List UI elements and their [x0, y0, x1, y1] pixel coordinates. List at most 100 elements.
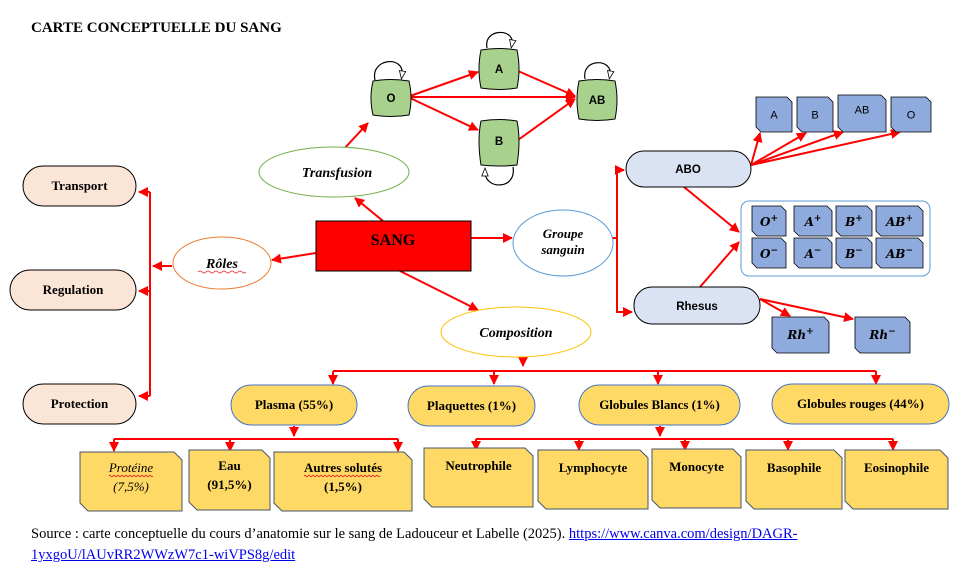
- blood-type-o-pos[interactable]: O+: [751, 205, 787, 237]
- blood-type-b-pos[interactable]: B+: [835, 205, 873, 237]
- spellcheck-squiggle: [303, 474, 381, 478]
- arrow-abo-o: [750, 129, 901, 166]
- spellcheck-squiggle: [108, 474, 154, 478]
- rh-positive[interactable]: Rh+: [771, 316, 830, 354]
- center-node[interactable]: SANG: [315, 220, 472, 272]
- self-loop-a-icon: [486, 31, 513, 48]
- transfusion-group-b[interactable]: B: [478, 119, 520, 186]
- blood-type-label: B+: [844, 214, 863, 229]
- white-cell-label: Eosinophile: [864, 460, 929, 475]
- role-label: Protection: [51, 396, 109, 411]
- role-transport[interactable]: Transport: [22, 165, 137, 207]
- plasma-part-name: Protéine: [108, 460, 154, 475]
- abo-type-label: A: [770, 110, 778, 122]
- self-loop-b-icon: [485, 166, 514, 186]
- plasma-part-autres-solutes[interactable]: Autres solutés (1,5%): [273, 451, 413, 512]
- combined-types: O+ A+ B+ AB+ O− A− B− AB−: [751, 205, 924, 269]
- source-link[interactable]: https://www.canva.com/design/DAGR-1yxgoU…: [31, 526, 798, 563]
- transfusion-label: Transfusion: [302, 166, 373, 181]
- component-globules-blancs-1[interactable]: Globules Blancs (1%): [578, 384, 741, 426]
- center-label: SANG: [371, 232, 416, 249]
- spellcheck-squiggle: [197, 270, 247, 274]
- plasma-parts: Protéine (7,5%) Eau(91,5%) Autres solutés (1…: [79, 449, 413, 512]
- rhesus-label: Rhesus: [676, 301, 718, 313]
- abo-type-o[interactable]: O: [890, 96, 932, 133]
- arrow-o-b: [409, 97, 479, 131]
- transfusion-node[interactable]: Transfusion: [258, 146, 410, 198]
- blood-type-label: AB+: [885, 214, 913, 229]
- groupe-label-line1: Groupe: [543, 226, 584, 241]
- arrow-a-ab: [517, 70, 576, 97]
- arrow-sang-composition: [399, 270, 479, 311]
- arrow-abo-combined: [683, 186, 740, 233]
- component-label: Plaquettes (1%): [427, 398, 516, 413]
- group-a-label: A: [495, 64, 503, 76]
- abo-type-label: O: [907, 110, 916, 122]
- abo-node[interactable]: ABO: [625, 150, 752, 188]
- arrow-abo-b: [750, 132, 807, 166]
- group-o-label: O: [387, 93, 396, 105]
- components: Plasma (55%) Plaquettes (1%) Globules Blan…: [230, 383, 950, 427]
- self-loop-o-icon: [374, 61, 403, 81]
- blood-type-a-neg[interactable]: A−: [793, 237, 833, 269]
- blood-type-ab-neg[interactable]: AB−: [875, 237, 924, 269]
- abo-type-ab[interactable]: AB: [837, 94, 887, 133]
- rh-negative[interactable]: Rh−: [854, 316, 911, 354]
- blood-type-ab-pos[interactable]: AB+: [875, 205, 924, 237]
- composition-node[interactable]: Composition: [440, 306, 592, 358]
- white-cell-label: Lymphocyte: [559, 460, 628, 475]
- arrow-transfusion-o: [342, 122, 369, 151]
- arrow-sang-transfusion: [354, 197, 384, 222]
- blood-type-label: B−: [844, 246, 863, 261]
- white-cell-monocyte[interactable]: Monocyte: [651, 448, 742, 509]
- transfusion-group-a[interactable]: A: [478, 31, 520, 90]
- plasma-part-name: Eau: [218, 458, 240, 473]
- blood-type-label: A−: [804, 246, 822, 261]
- group-b-label: B: [495, 136, 503, 148]
- white-cell-neutrophile[interactable]: Neutrophile: [423, 447, 534, 508]
- plasma-part-proteine[interactable]: Protéine (7,5%): [79, 451, 183, 512]
- abo-label: ABO: [675, 164, 701, 176]
- component-plasma-55[interactable]: Plasma (55%): [230, 384, 358, 426]
- arrow-rhesus-combined: [699, 241, 740, 288]
- component-plaquettes-1[interactable]: Plaquettes (1%): [407, 385, 536, 427]
- white-cells: Neutrophile Lymphocyte Monocyte Basophile Eo…: [423, 447, 949, 510]
- white-cell-lymphocyte[interactable]: Lymphocyte: [537, 449, 649, 510]
- blood-type-a-pos[interactable]: A+: [793, 205, 833, 237]
- plasma-part-name: Autres solutés: [304, 460, 382, 475]
- connectors: [109, 70, 901, 452]
- transfusion-group-ab[interactable]: AB: [576, 62, 618, 121]
- blood-type-label: O−: [760, 246, 778, 261]
- groupe-sanguin-node[interactable]: Groupe sanguin: [512, 209, 614, 277]
- white-cell-basophile[interactable]: Basophile: [745, 449, 843, 510]
- white-cell-label: Neutrophile: [445, 458, 511, 473]
- arrow-sang-roles: [271, 252, 317, 264]
- abo-type-a[interactable]: A: [755, 96, 793, 133]
- abo-type-b[interactable]: B: [796, 96, 834, 133]
- plasma-part-value: (7,5%): [113, 479, 149, 494]
- white-cell-eosinophile[interactable]: Eosinophile: [844, 449, 949, 510]
- abo-type-label: B: [811, 110, 818, 122]
- role-label: Transport: [51, 178, 108, 193]
- blood-type-o-neg[interactable]: O−: [751, 237, 787, 269]
- plasma-part-eau[interactable]: Eau(91,5%): [188, 449, 271, 511]
- component-globules-rouges-44[interactable]: Globules rouges (44%): [771, 383, 950, 425]
- role-regulation[interactable]: Regulation: [9, 269, 137, 311]
- roles-label: Rôles: [205, 257, 238, 272]
- groupe-label-line2: sanguin: [540, 242, 584, 257]
- transfusion-group-o[interactable]: O: [370, 61, 412, 117]
- component-label: Globules rouges (44%): [797, 396, 924, 411]
- role-protection[interactable]: Protection: [22, 383, 137, 425]
- rhesus-node[interactable]: Rhesus: [633, 286, 761, 325]
- blood-type-label: Rh+: [786, 327, 813, 342]
- blood-type-b-neg[interactable]: B−: [835, 237, 873, 269]
- plasma-part-value: (1,5%): [324, 479, 362, 494]
- arrow-rhesus-rhplus: [759, 298, 791, 317]
- white-cell-label: Basophile: [767, 460, 821, 475]
- roles-node[interactable]: Rôles: [172, 236, 272, 290]
- page-title: CARTE CONCEPTUELLE DU SANG: [31, 20, 282, 36]
- blood-type-label: O+: [760, 214, 778, 229]
- arrow-abo-ab: [750, 130, 844, 166]
